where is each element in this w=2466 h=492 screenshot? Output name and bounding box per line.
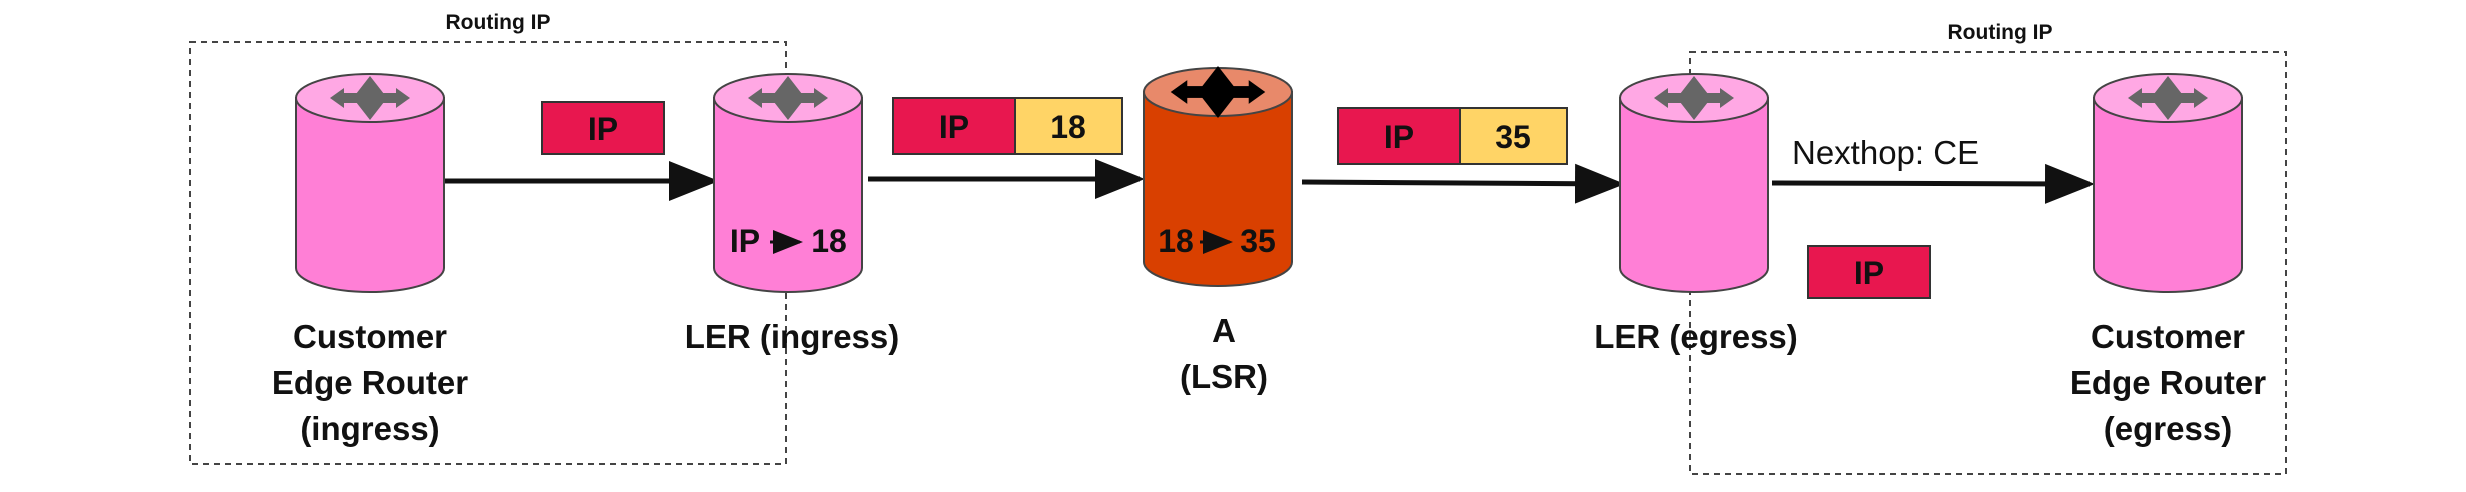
packet-3-ip: IP: [1384, 119, 1414, 155]
label-line: A: [1212, 312, 1236, 349]
packet-2-label: 18: [1050, 109, 1086, 145]
router-ler-ingress: IP 18: [713, 73, 863, 293]
label-line: Customer: [2091, 318, 2245, 355]
label-ce-egress: Customer Edge Router (egress): [2070, 318, 2266, 447]
ler-ingress-rule-from: IP: [730, 223, 760, 259]
label-lsr-a: A (LSR): [1180, 312, 1268, 395]
router-ler-egress: [1619, 73, 1769, 293]
routing-zone-left-label: Routing IP: [446, 11, 551, 34]
routing-zone-right-label: Routing IP: [1948, 21, 2053, 44]
router-lsr-a: 18 35: [1143, 66, 1293, 287]
lsr-rule-to: 35: [1240, 223, 1276, 259]
nexthop-annotation: Nexthop: CE: [1792, 134, 1979, 171]
packet-2: IP 18: [892, 97, 1123, 155]
label-line: (LSR): [1180, 358, 1268, 395]
router-ce-ingress: [295, 73, 445, 293]
label-line: Customer: [293, 318, 447, 355]
packet-2-ip: IP: [939, 109, 969, 145]
link-arrow-lsr-ler: [1301, 163, 1625, 204]
label-line: (egress): [2104, 410, 2232, 447]
packet-3-label: 35: [1495, 119, 1531, 155]
packet-1-ip: IP: [588, 111, 618, 147]
label-line: Edge Router: [2070, 364, 2266, 401]
label-line: (ingress): [300, 410, 439, 447]
routing-zone-right: Routing IP: [1689, 21, 2287, 475]
packet-3: IP 35: [1337, 107, 1568, 165]
packet-1: IP: [541, 101, 665, 155]
label-ler-ingress: LER (ingress): [685, 318, 900, 355]
link-arrow-ler-ce: [1771, 163, 2095, 204]
label-ce-ingress: Customer Edge Router (ingress): [272, 318, 468, 447]
packet-4: IP: [1807, 245, 1931, 299]
label-ler-egress: LER (egress): [1594, 318, 1798, 355]
router-ce-egress: [2093, 73, 2243, 293]
label-line: Edge Router: [272, 364, 468, 401]
packet-4-ip: IP: [1854, 255, 1884, 291]
lsr-rule-from: 18: [1158, 223, 1194, 259]
ler-ingress-rule-to: 18: [811, 223, 847, 259]
